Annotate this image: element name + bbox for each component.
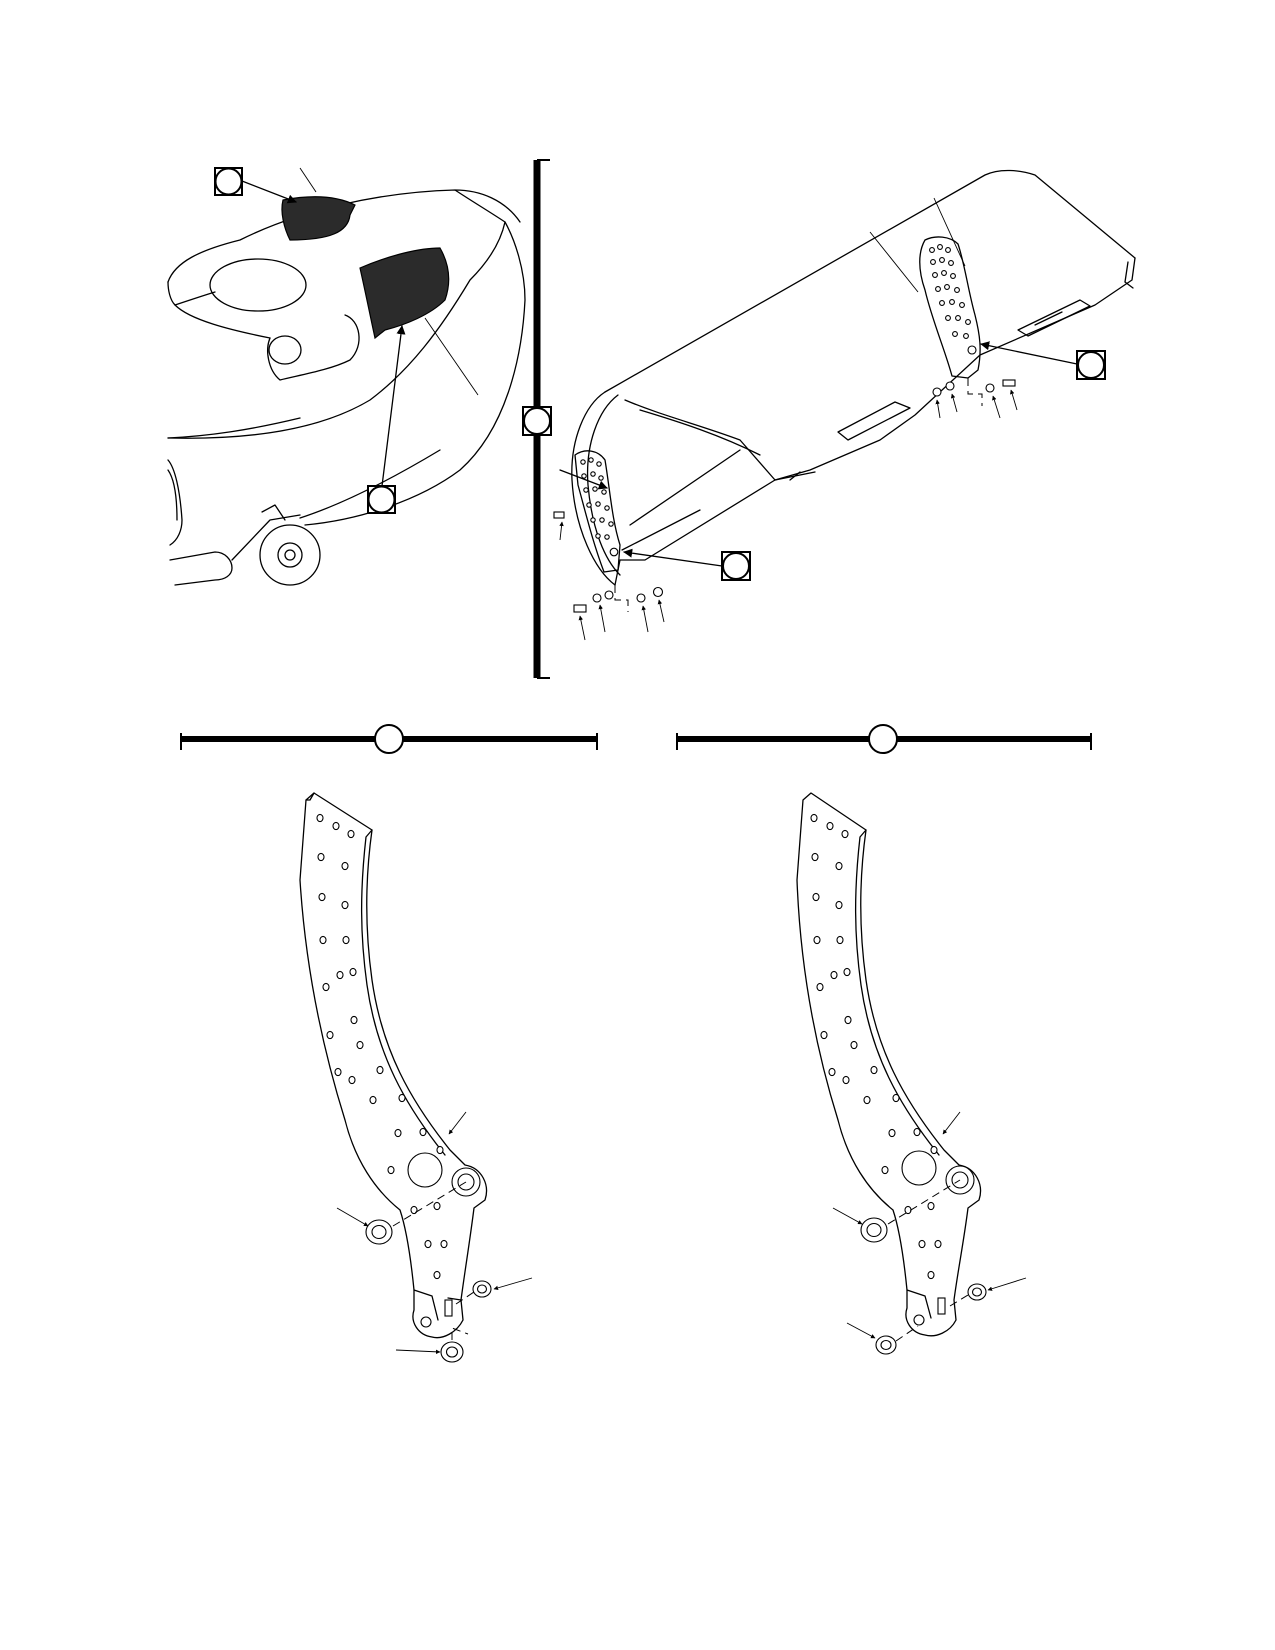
bracket-hole [326,1030,334,1040]
bracket-hole [433,1270,441,1280]
bracket-hole [440,1239,448,1249]
bracket-hole [398,1093,406,1103]
bracket-hole [918,1239,926,1249]
bracket-hole [927,1201,935,1211]
bracket-detail-right [796,792,982,1337]
bushings-left [365,1181,492,1363]
detail-divider-right [676,724,1092,754]
bracket-hole [376,1065,384,1075]
leader-arrow [559,469,608,490]
bracket-hole [913,1127,921,1137]
bracket-hole [934,1239,942,1249]
bracket-hole [336,970,344,980]
bracket-hole [841,829,849,839]
leader-arrow [241,180,297,204]
bracket-hole [394,1128,402,1138]
bracket-leader-arrows [336,1111,1027,1355]
bracket-hole [830,970,838,980]
bracket-hole [930,1145,938,1155]
bracket-hole [835,861,843,871]
callout-box-rear-bracket [1076,350,1106,380]
callout-box-upper-fairing [214,167,243,196]
helicopter-overview [167,167,526,586]
bracket-hole [892,1093,900,1103]
bracket-hole [842,1075,850,1085]
bracket-hole [419,1127,427,1137]
bracket-hole [334,1067,342,1077]
bracket-hole [863,1095,871,1105]
bracket-hole [813,935,821,945]
bracket-hole [347,829,355,839]
callout-box-lower-fairing [367,485,396,514]
fairing-assembly [571,169,1136,586]
bracket-hole [816,982,824,992]
bracket-hole [843,967,851,977]
bracket-hole [341,900,349,910]
bracket-hole [881,1165,889,1175]
hardware-fasteners [553,378,1016,613]
bracket-hole [835,900,843,910]
bracket-hole [828,1067,836,1077]
bracket-hole [342,935,350,945]
bracket-detail-left [299,792,488,1339]
bracket-rivet-holes [580,244,977,557]
bracket-hole [356,1040,364,1050]
bracket-hole [844,1015,852,1025]
bracket-hole [870,1065,878,1075]
bracket-hole [826,821,834,831]
leader-arrow [980,341,1078,365]
bracket-hole [316,813,324,823]
bushings-right [860,1179,987,1355]
callout-box-front-bracket [721,551,751,581]
bracket-hole [318,892,326,902]
bracket-hole [322,982,330,992]
bracket-hole [812,892,820,902]
bracket-hole [410,1205,418,1215]
bracket-hole [369,1095,377,1105]
bracket-hole [424,1239,432,1249]
bracket-hole [332,821,340,831]
bracket-hole [349,967,357,977]
detail-divider-left [180,724,598,754]
bracket-hole [319,935,327,945]
bracket-hole [810,813,818,823]
bracket-hole [317,852,325,862]
bracket-hole [350,1015,358,1025]
bracket-hole [811,852,819,862]
bracket-hole [850,1040,858,1050]
leader-arrow [623,548,723,567]
bracket-hole [433,1201,441,1211]
detail-divider-vertical [522,159,552,679]
bracket-hole [341,861,349,871]
bracket-hole [888,1128,896,1138]
bracket-hole [436,1145,444,1155]
part-leader-arrows [559,197,1018,641]
bracket-hole [836,935,844,945]
bracket-hole [927,1270,935,1280]
bracket-hole [348,1075,356,1085]
leader-arrow [381,325,406,487]
bracket-hole [820,1030,828,1040]
bracket-hole [387,1165,395,1175]
